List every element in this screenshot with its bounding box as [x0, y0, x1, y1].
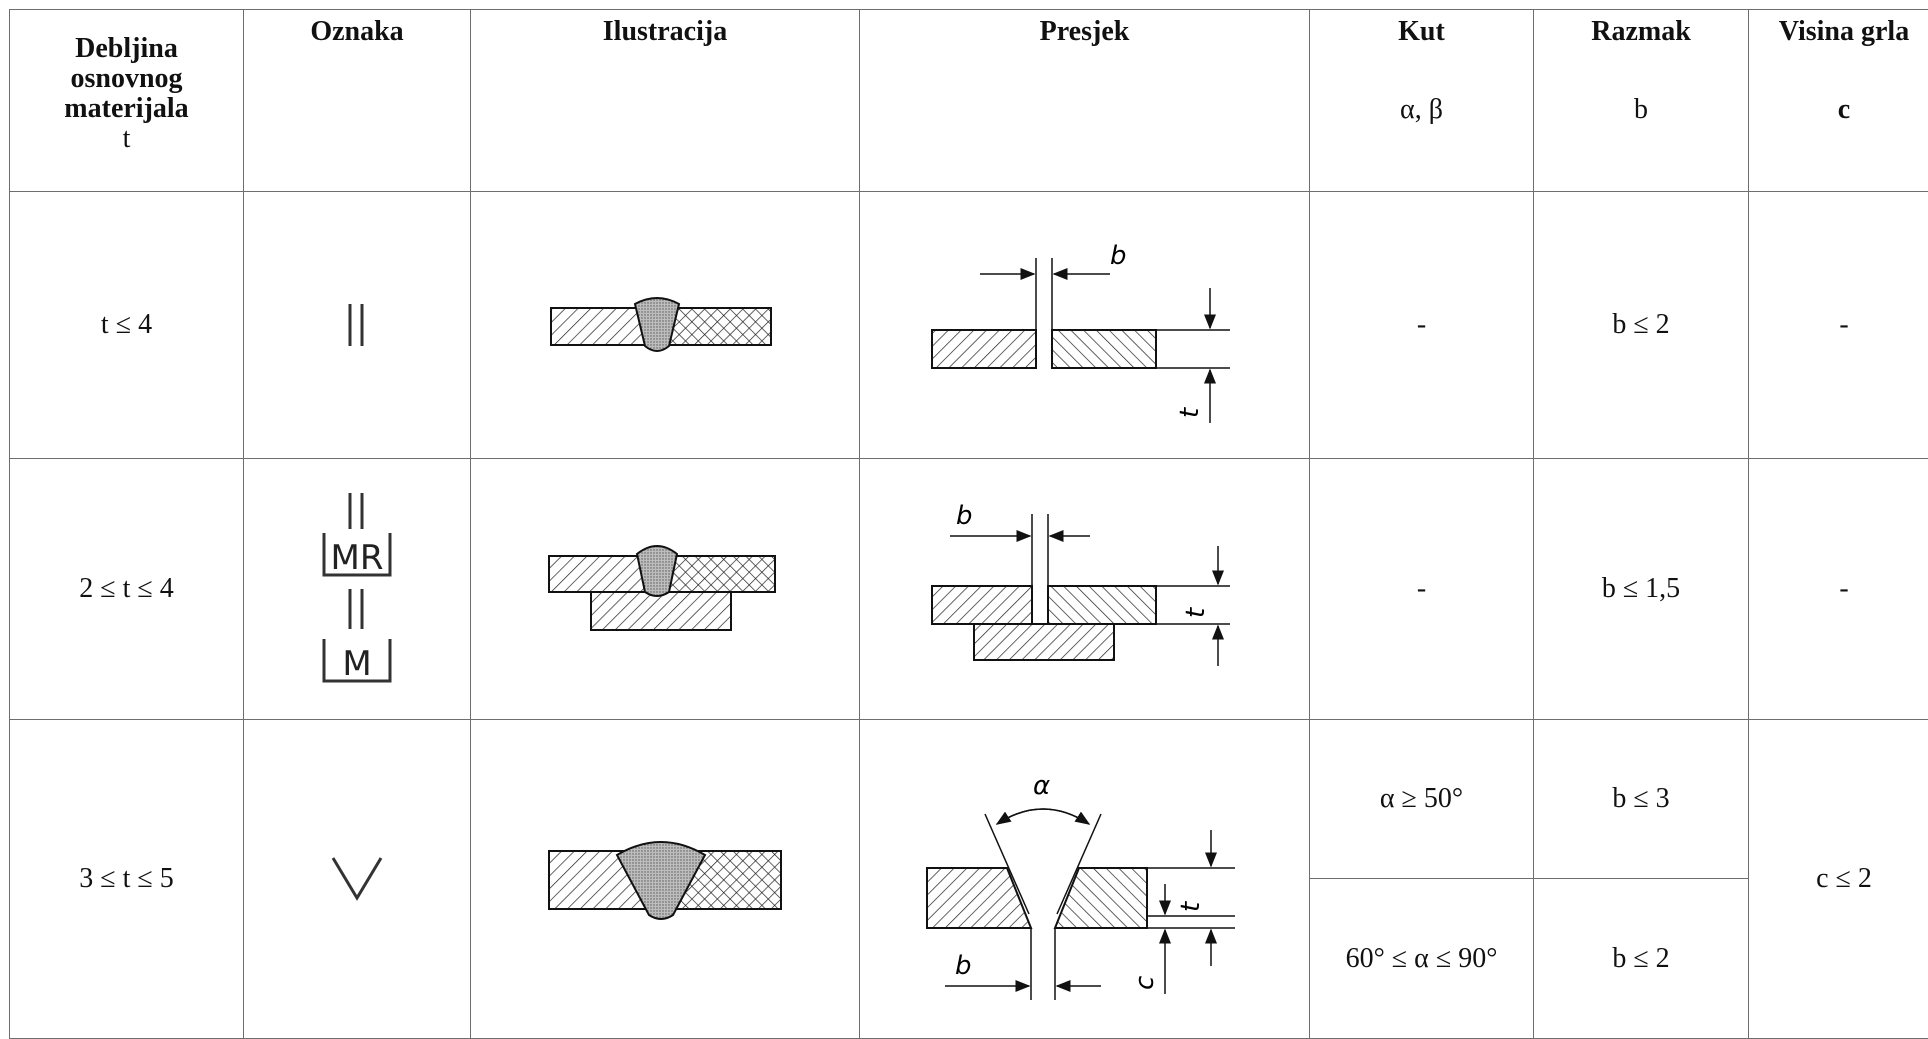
- row2-angle: -: [1310, 459, 1534, 720]
- row2-thickness: 2 ≤ t ≤ 4: [10, 459, 244, 720]
- row3-thickness: 3 ≤ t ≤ 5: [10, 720, 244, 1039]
- row3-illustration-cell: [471, 720, 860, 1039]
- row2-illustration-cell: [471, 459, 860, 720]
- header-angle: Kut α, β: [1310, 10, 1534, 192]
- header-gap-title: Razmak: [1534, 10, 1748, 46]
- row3-symbol-cell: [244, 720, 471, 1039]
- row2-section-cell: b t: [860, 459, 1310, 720]
- row3b-angle: 60° ≤ α ≤ 90°: [1310, 879, 1534, 1039]
- row1-symbol-cell: [244, 192, 471, 459]
- row1-label-b: b: [1110, 241, 1127, 271]
- symbol-label-mr: MR: [331, 538, 384, 578]
- header-designation: Oznaka: [244, 10, 471, 192]
- row1-illustration-cell: [471, 192, 860, 459]
- row3-label-t: t: [1176, 901, 1206, 912]
- header-gap-symbol: b: [1534, 96, 1748, 124]
- v-weld-illustration: [545, 829, 785, 929]
- header-angle-symbol: α, β: [1310, 96, 1533, 124]
- header-thickness: Debljina osnovnog materijala t: [10, 10, 244, 192]
- row3-throat: c ≤ 2: [1749, 720, 1928, 1039]
- square-butt-weld-symbol-icon: [337, 300, 377, 350]
- row2-label-b: b: [956, 501, 973, 531]
- backing-weld-symbols-icon: MR M: [312, 489, 402, 689]
- header-section: Presjek: [860, 10, 1310, 192]
- header-throat-symbol: c: [1749, 96, 1928, 124]
- row3-label-b: b: [955, 951, 972, 981]
- row2-gap: b ≤ 1,5: [1534, 459, 1749, 720]
- backing-weld-section-drawing: b t: [920, 494, 1250, 684]
- header-thickness-line2: osnovnog: [70, 63, 182, 94]
- row3a-angle: α ≥ 50°: [1310, 720, 1534, 879]
- header-thickness-line3: materijala: [64, 93, 188, 124]
- header-throat: Visina grla c: [1749, 10, 1928, 192]
- v-weld-symbol-icon: [327, 854, 387, 904]
- header-throat-title: Visina grla: [1749, 10, 1928, 46]
- symbol-label-m: M: [342, 644, 371, 684]
- row2-label-t: t: [1181, 607, 1211, 618]
- header-thickness-line1: Debljina: [75, 33, 178, 64]
- row1-gap: b ≤ 2: [1534, 192, 1749, 459]
- header-gap: Razmak b: [1534, 10, 1749, 192]
- row1-thickness: t ≤ 4: [10, 192, 244, 459]
- square-butt-weld-illustration: [545, 290, 785, 360]
- row3-label-c: c: [1130, 976, 1160, 990]
- table-row: t ≤ 4 b: [10, 192, 1928, 459]
- row3a-gap: b ≤ 3: [1534, 720, 1749, 879]
- header-thickness-symbol: t: [123, 123, 131, 154]
- row2-symbol-cell: MR M: [244, 459, 471, 720]
- header-row: Debljina osnovnog materijala t Oznaka Il…: [10, 10, 1928, 192]
- header-illustration: Ilustracija: [471, 10, 860, 192]
- v-weld-section-drawing: α t c b: [915, 754, 1255, 1004]
- row3-label-alpha: α: [1033, 771, 1050, 801]
- row1-throat: -: [1749, 192, 1928, 459]
- weld-joint-table: Debljina osnovnog materijala t Oznaka Il…: [9, 9, 1928, 1039]
- row1-label-t: t: [1175, 407, 1205, 418]
- square-butt-weld-section-drawing: b t: [920, 218, 1250, 433]
- row2-throat: -: [1749, 459, 1928, 720]
- backing-weld-illustration: [545, 534, 785, 644]
- table-row: 2 ≤ t ≤ 4 MR M b: [10, 459, 1928, 720]
- header-angle-title: Kut: [1310, 10, 1533, 46]
- row1-angle: -: [1310, 192, 1534, 459]
- row3-section-cell: α t c b: [860, 720, 1310, 1039]
- row3b-gap: b ≤ 2: [1534, 879, 1749, 1039]
- table-row: 3 ≤ t ≤ 5 α: [10, 720, 1928, 879]
- row1-section-cell: b t: [860, 192, 1310, 459]
